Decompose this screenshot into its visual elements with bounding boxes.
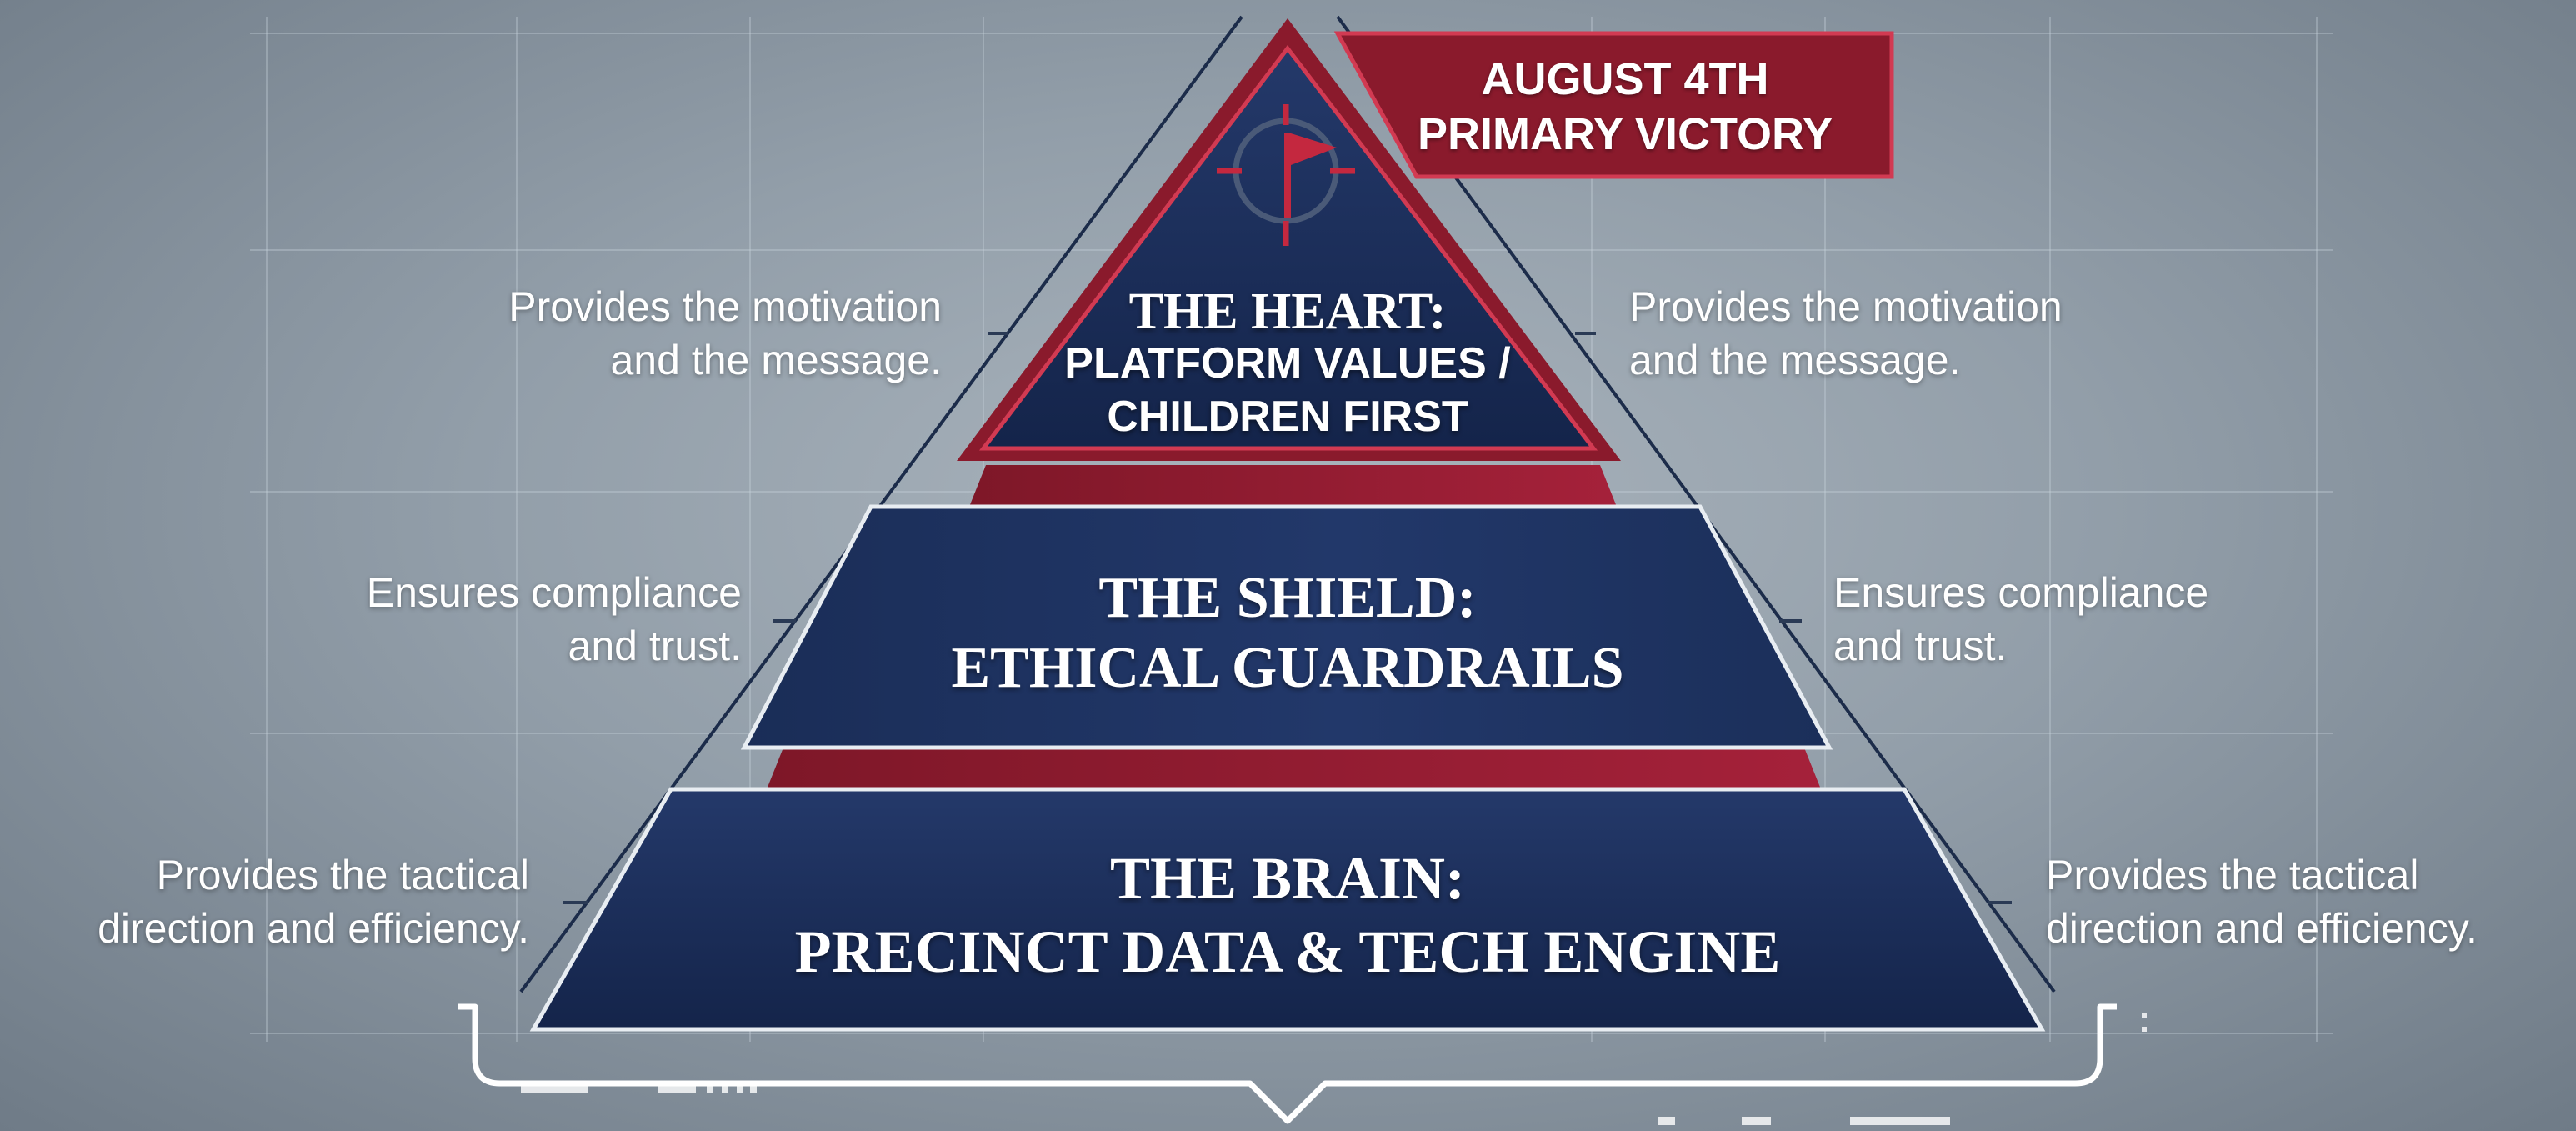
- base-bracket: [458, 1003, 2117, 1124]
- victory-banner-label: AUGUST 4TH PRIMARY VICTORY: [1375, 52, 1875, 162]
- shield-tier: [740, 504, 1833, 750]
- brain-annotation-right: Provides the tactical direction and effi…: [2046, 848, 2576, 955]
- brain-annotation-left-line-1: Provides the tactical: [156, 852, 529, 898]
- heart-annotation-right-line-2: and the message.: [1629, 337, 1961, 383]
- shield-annotation-left-line-1: Ensures compliance: [366, 569, 742, 616]
- shield-title-line-2: ETHICAL GUARDRAILS: [951, 636, 1624, 700]
- bracket-detail-marks: [521, 1013, 2147, 1125]
- heart-tier-inner: [978, 44, 1598, 451]
- annotation-ticks: [563, 332, 2012, 904]
- banner-line-2: PRIMARY VICTORY: [1417, 109, 1833, 159]
- brain-title-line-2: PRECINCT DATA & TECH ENGINE: [794, 918, 1781, 985]
- heart-subtitle-line-2: CHILDREN FIRST: [1107, 393, 1468, 441]
- shield-annotation-left-line-2: and trust.: [568, 623, 742, 669]
- crimson-band-lower: [767, 748, 1821, 789]
- target-flag-icon: [1217, 104, 1355, 246]
- brain-annotation-right-line-1: Provides the tactical: [2046, 852, 2419, 898]
- brain-tier: [529, 787, 2046, 1032]
- banner-line-1: AUGUST 4TH: [1481, 54, 1769, 104]
- shield-title-line-1: THE SHIELD:: [1098, 566, 1477, 630]
- heart-annotation-left-line-1: Provides the motivation: [508, 283, 942, 330]
- brain-title-line-1: THE BRAIN:: [1109, 845, 1466, 912]
- shield-annotation-right: Ensures compliance and trust.: [1833, 566, 2417, 673]
- brain-annotation-left-line-2: direction and efficiency.: [98, 905, 529, 952]
- brain-annotation-left: Provides the tactical direction and effi…: [0, 848, 529, 955]
- heart-title: THE HEART:: [1128, 283, 1447, 340]
- heart-annotation-right-line-1: Provides the motivation: [1629, 283, 2063, 330]
- shield-annotation-right-line-1: Ensures compliance: [1833, 569, 2209, 616]
- heart-annotation-right: Provides the motivation and the message.: [1629, 280, 2213, 387]
- heart-subtitle-line-1: PLATFORM VALUES /: [1064, 339, 1511, 388]
- shield-title: THE SHIELD: ETHICAL GUARDRAILS: [900, 563, 1675, 703]
- heart-annotation-left: Provides the motivation and the message.: [358, 280, 942, 387]
- heart-annotation-left-line-2: and the message.: [610, 337, 943, 383]
- shield-annotation-left: Ensures compliance and trust.: [158, 566, 742, 673]
- shield-annotation-right-line-2: and trust.: [1833, 623, 2008, 669]
- crimson-band-upper: [969, 465, 1617, 507]
- victory-banner: [1333, 31, 1894, 179]
- heart-subtitle: PLATFORM VALUES / CHILDREN FIRST: [1017, 337, 1558, 443]
- pyramid-frame-lines: [519, 15, 2056, 993]
- brain-annotation-right-line-2: direction and efficiency.: [2046, 905, 2478, 952]
- brain-title: THE BRAIN: PRECINCT DATA & TECH ENGINE: [783, 842, 1792, 988]
